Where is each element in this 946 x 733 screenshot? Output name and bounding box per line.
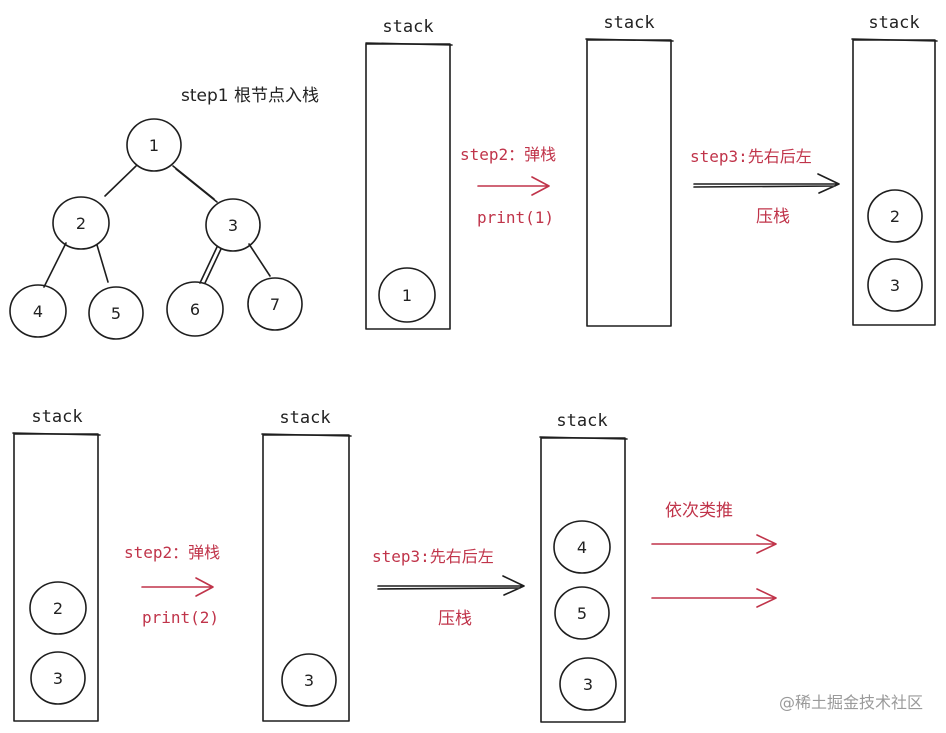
stack-item-label: 1 <box>402 286 412 305</box>
red-arrow <box>477 176 550 196</box>
red-arrow-upper <box>651 534 777 554</box>
tree-node-7: 7 <box>247 277 303 331</box>
stack-edge-sketch <box>365 42 453 46</box>
edge-3-6 <box>199 246 218 284</box>
stack-caption: stack <box>603 13 654 33</box>
stack-item-label: 3 <box>53 669 63 688</box>
stack-item-label: 5 <box>577 604 587 623</box>
binary-tree: step1 根节点入栈 1 2 3 4 5 <box>9 86 319 340</box>
step3-label: step3:先右后左 <box>690 147 812 166</box>
tree-node-label: 1 <box>149 136 159 155</box>
stack-item: 1 <box>378 267 436 323</box>
stack-item: 3 <box>867 258 923 312</box>
stack-item: 5 <box>554 586 610 640</box>
arrow-push-2: step3:先右后左 压栈 <box>372 547 525 629</box>
stack-caption: stack <box>279 408 330 428</box>
arrow-pop-2: step2：弹栈 print(2) <box>124 543 220 627</box>
tree-node-3: 3 <box>205 198 261 252</box>
stack-caption: stack <box>382 17 433 37</box>
tree-node-1: 1 <box>126 118 182 172</box>
stack-item: 2 <box>29 581 87 635</box>
stack-item-label: 3 <box>583 675 593 694</box>
edge-2-4 <box>43 242 67 288</box>
stack-edge-sketch <box>539 436 628 440</box>
watermark-text: @稀土掘金技术社区 <box>779 693 923 712</box>
stack-item-label: 2 <box>53 599 63 618</box>
stack-5: stack 3 <box>261 408 352 722</box>
stack-3: stack 2 3 <box>851 13 938 326</box>
stack-item: 4 <box>553 520 611 574</box>
stack-caption: stack <box>868 13 919 33</box>
push-label: 压栈 <box>438 609 472 629</box>
black-arrow <box>693 173 840 194</box>
arrow-pop-1: step2：弹栈 print(1) <box>460 145 556 227</box>
stack-edge-sketch <box>851 38 938 42</box>
stack-1: stack 1 <box>365 17 453 330</box>
step3-label: step3:先右后左 <box>372 547 494 566</box>
stack-item-label: 4 <box>577 538 587 557</box>
step2-label: step2：弹栈 <box>124 543 220 562</box>
tree-node-label: 6 <box>190 300 200 319</box>
stack-edge-sketch <box>261 433 352 437</box>
edge-3-7 <box>248 243 271 277</box>
tree-node-5: 5 <box>88 286 144 340</box>
stack-caption: stack <box>556 411 607 431</box>
step1-label: step1 根节点入栈 <box>181 86 319 106</box>
and-so-on-label: 依次类推 <box>665 501 733 521</box>
tree-node-label: 4 <box>33 302 43 321</box>
edge-1-2 <box>104 165 137 197</box>
edge-1-3-sketch <box>175 168 218 203</box>
stack-item: 3 <box>281 653 337 707</box>
edge-3-6-sketch <box>204 248 222 284</box>
edge-2-5 <box>96 244 109 283</box>
stack-edge-sketch <box>585 38 674 42</box>
print-2-label: print(2) <box>142 608 219 627</box>
stack-caption: stack <box>31 407 82 427</box>
stack-item-label: 3 <box>890 276 900 295</box>
tree-node-label: 7 <box>270 295 280 314</box>
tree-node-2: 2 <box>52 196 110 250</box>
tree-node-4: 4 <box>9 284 67 338</box>
tree-node-label: 5 <box>111 304 121 323</box>
tree-node-label: 3 <box>228 216 238 235</box>
push-label: 压栈 <box>756 207 790 227</box>
stack-6: stack 4 5 3 <box>539 411 628 723</box>
arrow-push-1: step3:先右后左 压栈 <box>690 147 840 227</box>
step2-label: step2：弹栈 <box>460 145 556 164</box>
stack-item: 3 <box>30 651 86 705</box>
stack-item: 2 <box>867 189 923 243</box>
stack-edge-sketch <box>12 432 101 436</box>
red-arrow-lower <box>651 588 777 608</box>
tree-node-label: 2 <box>76 214 86 233</box>
tree-node-6: 6 <box>166 281 224 337</box>
stack-2: stack <box>585 13 674 327</box>
stack-item: 3 <box>559 657 617 711</box>
stack-4: stack 2 3 <box>12 407 101 722</box>
stack-item-label: 3 <box>304 671 314 690</box>
tree-edges <box>43 165 271 288</box>
red-arrow <box>141 577 214 597</box>
stack-item-label: 2 <box>890 207 900 226</box>
print-1-label: print(1) <box>477 208 554 227</box>
arrow-and-so-on: 依次类推 <box>651 501 777 608</box>
black-arrow <box>377 575 525 596</box>
stack-container <box>586 39 672 327</box>
